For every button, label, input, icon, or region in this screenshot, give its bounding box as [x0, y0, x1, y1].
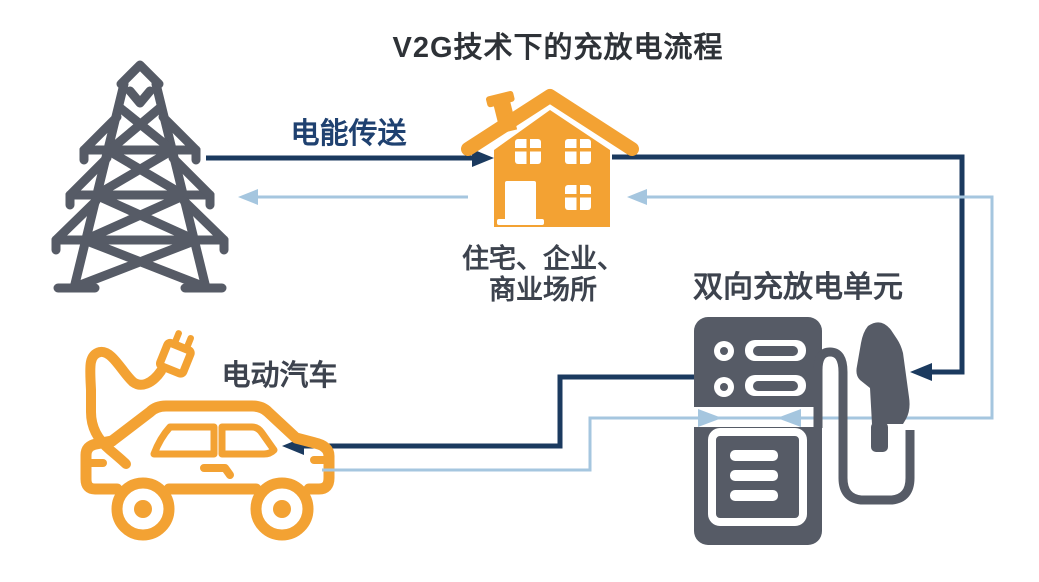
label-car: 电动汽车: [221, 360, 338, 392]
discharge-flow-lines: [238, 189, 994, 472]
arrow-car-to-house-via-charger: [322, 189, 994, 472]
label-house-line1: 住宅、企业、: [462, 244, 624, 274]
discharge-arrowhead-into-charger-right: [777, 409, 801, 427]
arrow-house-to-charger: [612, 154, 965, 381]
arrow-grid-to-house: [206, 149, 494, 167]
label-house-line2: 商业场所: [489, 275, 597, 305]
house-windows: [515, 139, 591, 210]
transmission-tower-icon: [51, 60, 229, 293]
diagram-title: V2G技术下的充放电流程: [392, 32, 724, 64]
label-power-transfer: 电能传送: [290, 118, 407, 150]
charging-cable: [85, 347, 166, 469]
label-charger: 双向充放电单元: [693, 271, 903, 304]
electric-car-icon: [80, 330, 335, 541]
house-icon: [461, 89, 639, 227]
plug: [155, 330, 195, 378]
ev-charger-icon: [690, 317, 826, 545]
roof: [461, 89, 639, 156]
arrow-house-to-grid: [238, 189, 468, 205]
door: [505, 181, 536, 221]
label-house: 住宅、企业、 商业场所: [443, 244, 643, 306]
charging-gun: [813, 322, 915, 505]
discharge-arrowhead-into-charger-left: [698, 409, 722, 427]
